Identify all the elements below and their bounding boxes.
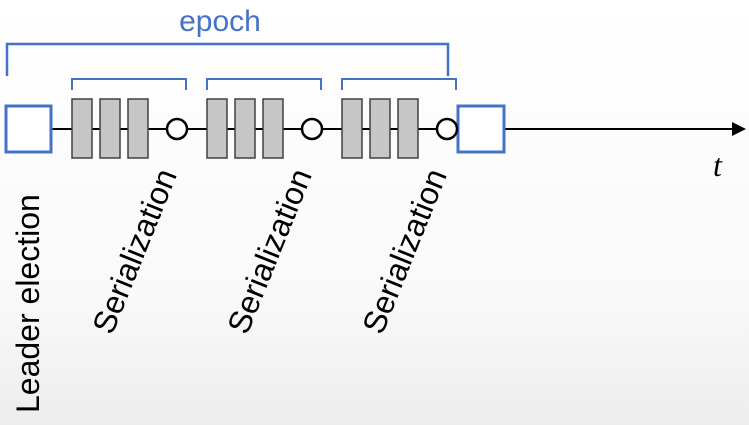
operation-block	[397, 98, 419, 159]
serialization-label: Serialization	[220, 164, 319, 339]
group-bracket	[206, 78, 322, 90]
leader-election-box-next	[456, 104, 506, 154]
serialization-point	[435, 117, 459, 141]
operation-block	[127, 98, 149, 159]
operation-block	[71, 98, 93, 159]
leader-election-label: Leader election	[10, 194, 46, 413]
time-axis-arrowhead	[732, 122, 746, 136]
time-axis-label: t	[713, 147, 723, 183]
serialization-label: Serialization	[355, 164, 454, 339]
operation-block	[369, 98, 391, 159]
epoch-label: epoch	[179, 5, 261, 38]
leader-election-box-start	[4, 104, 53, 154]
operation-block	[99, 98, 121, 159]
operation-block	[234, 98, 256, 159]
serialization-point	[300, 117, 324, 141]
epoch-brace	[5, 42, 450, 76]
serialization-groups: Serialization Serialization Serialization	[71, 78, 459, 339]
group-bracket	[71, 78, 187, 90]
operation-block	[341, 98, 363, 159]
group-bracket	[341, 78, 457, 90]
operation-block	[262, 98, 284, 159]
operation-block	[206, 98, 228, 159]
serialization-point	[165, 117, 189, 141]
serialization-label: Serialization	[85, 164, 184, 339]
